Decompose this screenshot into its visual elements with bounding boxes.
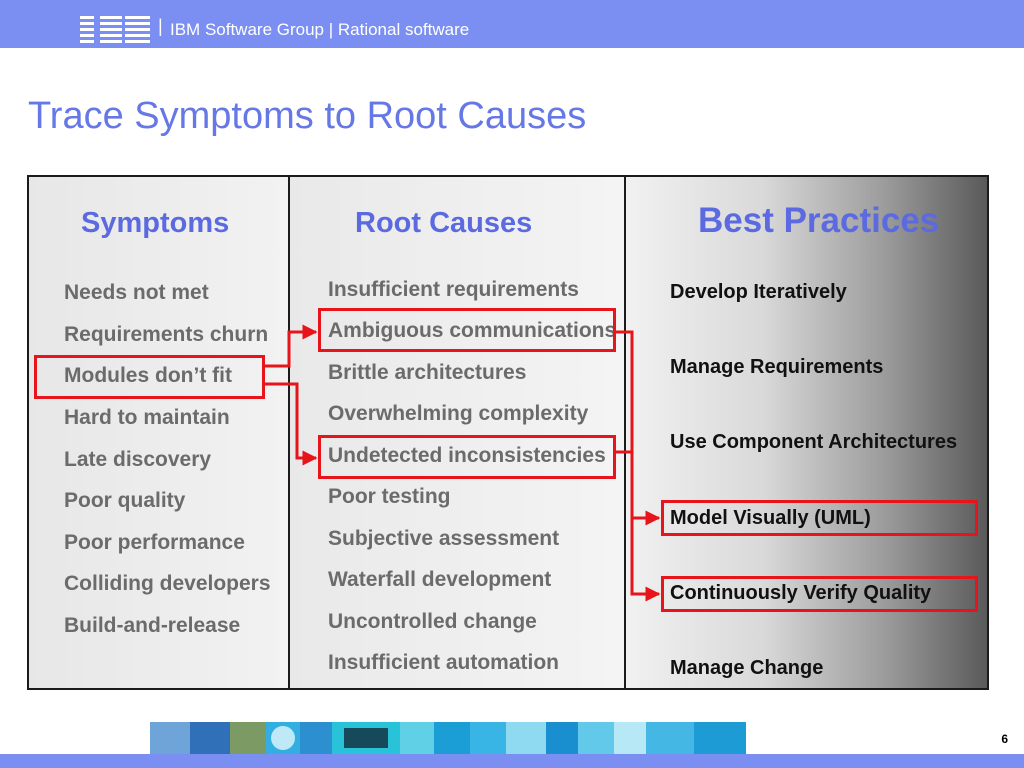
symptom-item: Poor quality xyxy=(64,489,186,512)
root-cause-item: Insufficient automation xyxy=(328,651,559,674)
best-practices-column: Best Practices Develop Iteratively Manag… xyxy=(626,177,987,688)
trace-table: Symptoms Needs not met Requirements chur… xyxy=(27,175,989,690)
symptom-item: Needs not met xyxy=(64,281,209,304)
root-causes-column: Root Causes Insufficient requirements Am… xyxy=(290,177,626,688)
best-practice-highlight-box xyxy=(661,576,978,612)
footer-image-strip xyxy=(150,722,746,754)
page-title: Trace Symptoms to Root Causes xyxy=(28,95,587,137)
best-practice-highlight-box xyxy=(661,500,978,536)
root-cause-item: Poor testing xyxy=(328,485,451,508)
root-cause-item: Waterfall development xyxy=(328,568,552,591)
root-cause-highlight-box xyxy=(318,308,616,352)
root-cause-item: Undetected inconsistencies xyxy=(328,444,606,467)
best-practice-item: Continuously Verify Quality xyxy=(670,582,932,604)
symptoms-column: Symptoms Needs not met Requirements chur… xyxy=(29,177,290,688)
symptoms-heading: Symptoms xyxy=(81,207,230,239)
root-cause-highlight-box xyxy=(318,435,616,479)
root-cause-item: Uncontrolled change xyxy=(328,610,537,633)
root-cause-item: Insufficient requirements xyxy=(328,278,579,301)
symptom-item: Build-and-release xyxy=(64,614,241,637)
root-cause-item: Ambiguous communications xyxy=(328,319,617,342)
best-practice-item: Manage Requirements xyxy=(670,356,884,378)
symptom-item: Poor performance xyxy=(64,531,245,554)
best-practices-heading: Best Practices xyxy=(698,201,940,240)
best-practice-item: Model Visually (UML) xyxy=(670,507,871,529)
root-cause-item: Subjective assessment xyxy=(328,527,560,550)
root-cause-item: Overwhelming complexity xyxy=(328,402,589,425)
best-practice-item: Develop Iteratively xyxy=(670,281,847,303)
best-practice-item: Use Component Architectures xyxy=(670,431,958,453)
symptom-item: Colliding developers xyxy=(64,572,271,595)
header-bar: | IBM Software Group | Rational software xyxy=(0,0,1024,48)
symptom-item: Late discovery xyxy=(64,448,212,471)
symptom-item: Modules don’t fit xyxy=(64,364,232,387)
header-group-label: IBM Software Group | Rational software xyxy=(170,20,470,39)
ibm-logo xyxy=(80,14,150,44)
symptom-item: Hard to maintain xyxy=(64,406,230,429)
header-separator: | xyxy=(158,16,163,36)
root-causes-heading: Root Causes xyxy=(355,207,533,239)
symptom-highlight-box xyxy=(34,355,265,399)
footer-bar xyxy=(0,754,1024,768)
symptom-item: Requirements churn xyxy=(64,323,269,346)
root-cause-item: Brittle architectures xyxy=(328,361,527,384)
page-number: 6 xyxy=(1001,732,1008,746)
best-practice-item: Manage Change xyxy=(670,657,824,679)
